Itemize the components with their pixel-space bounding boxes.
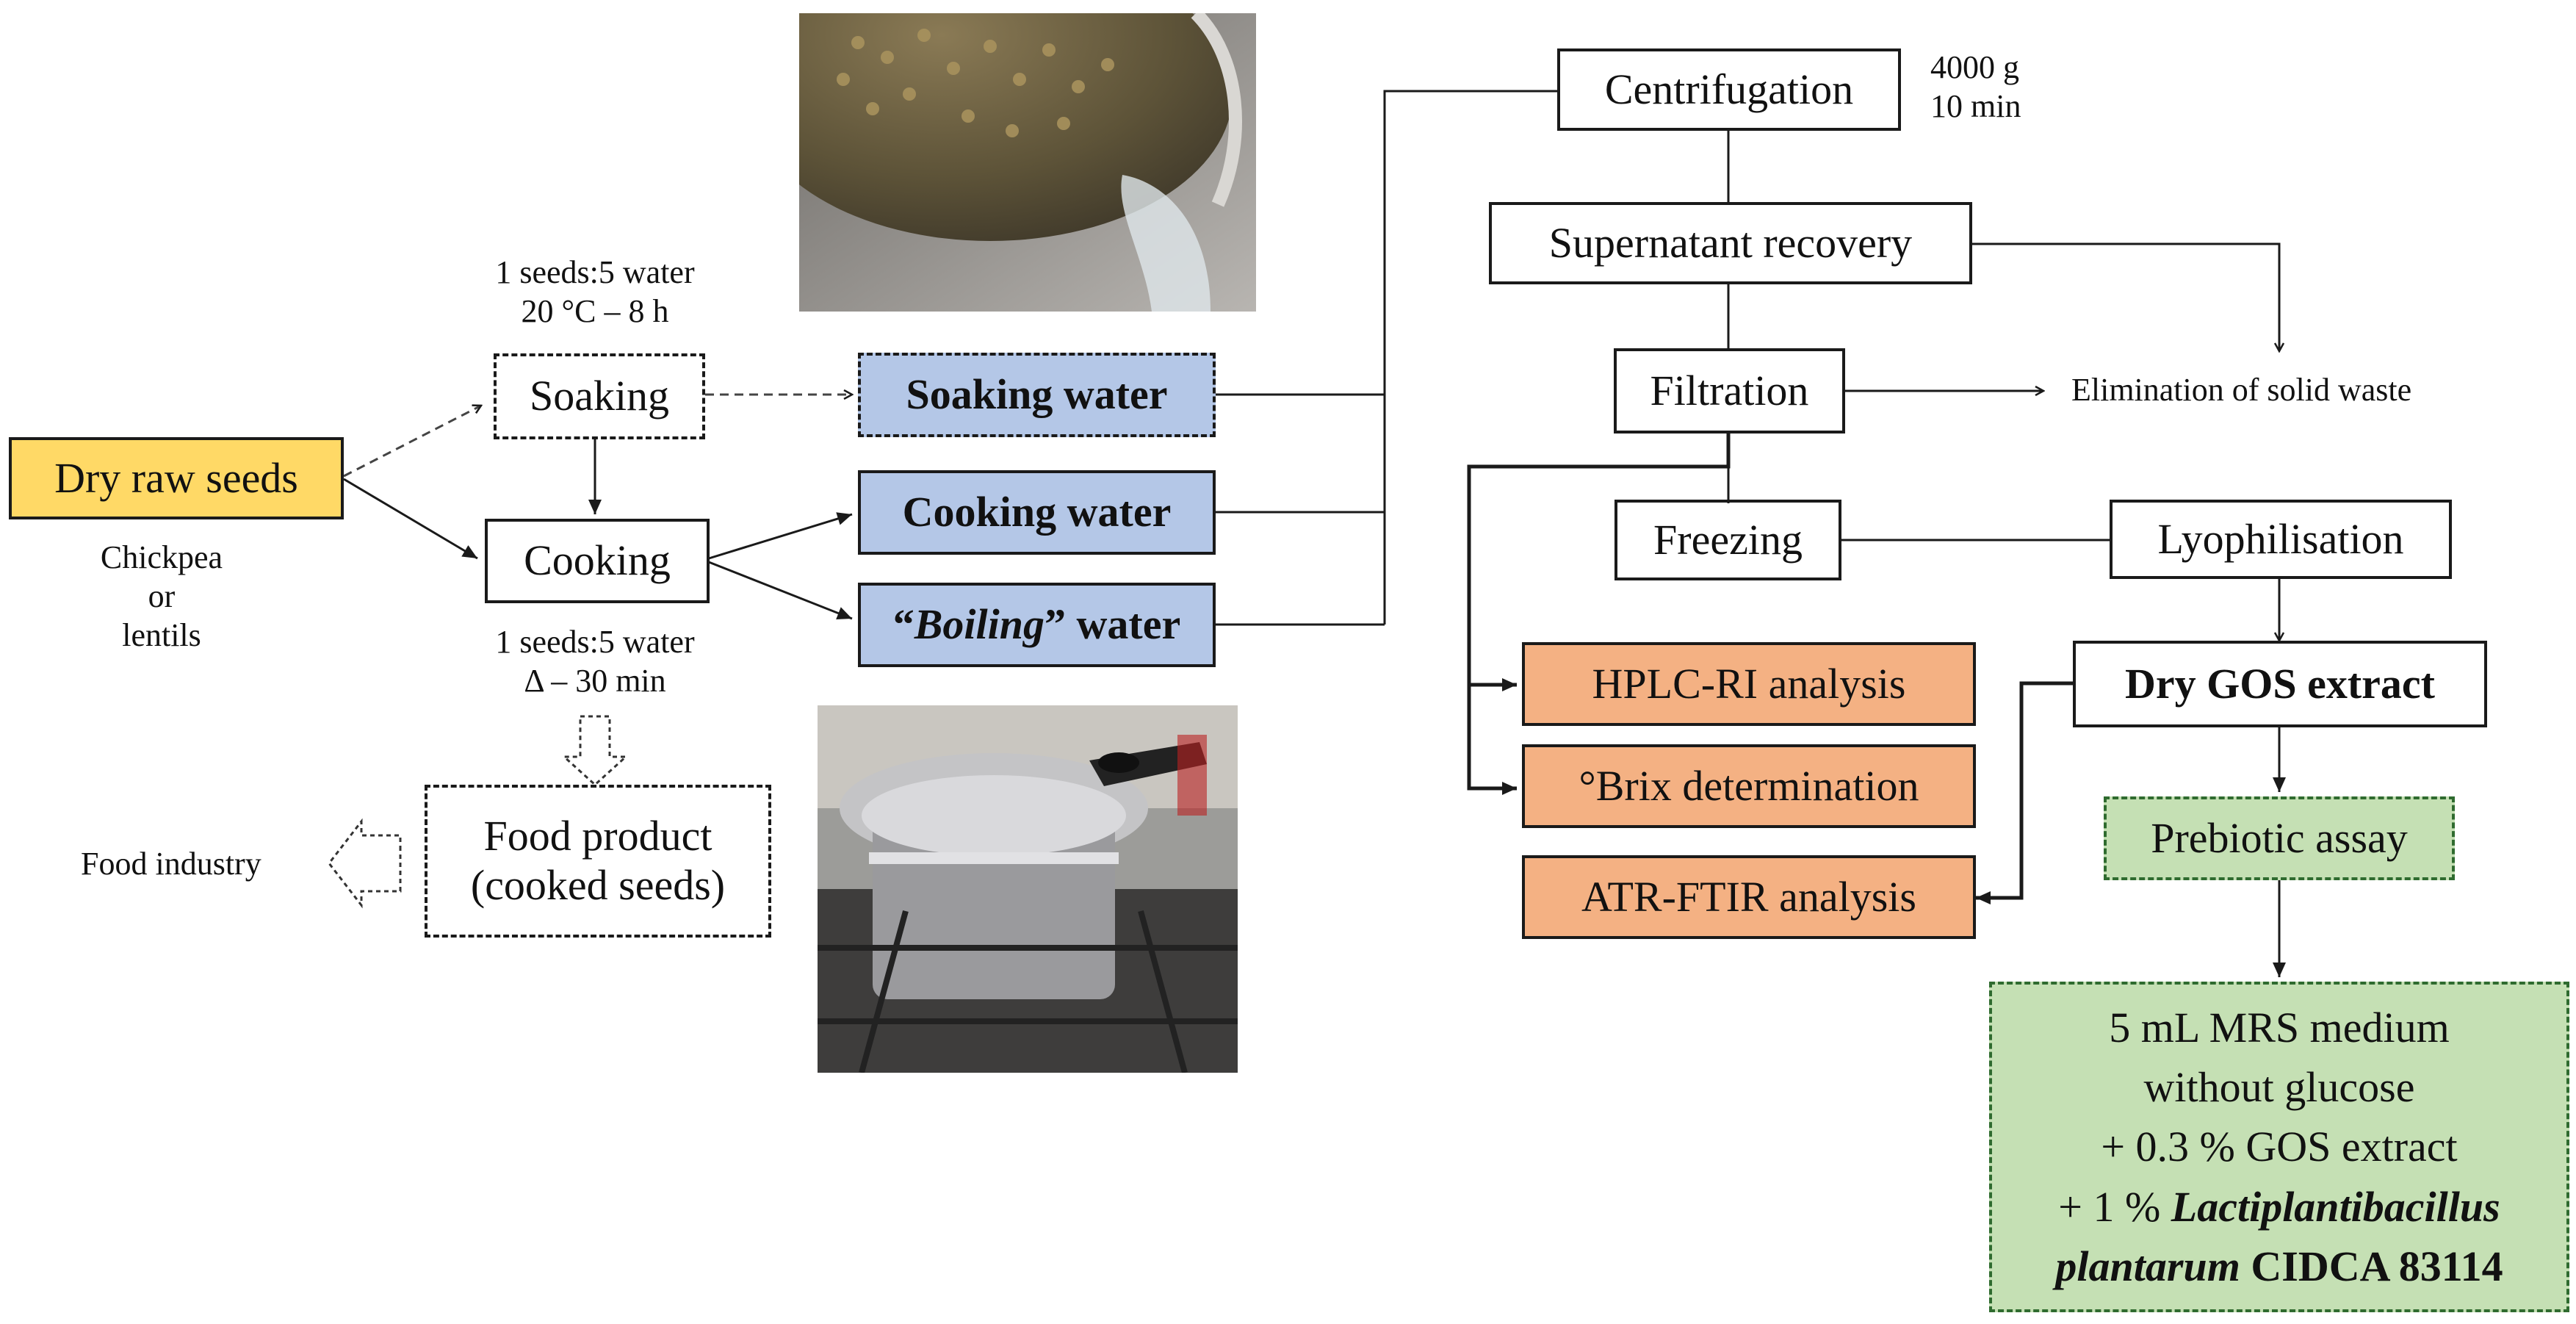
soaking-box: Soaking (494, 353, 705, 439)
atr-ftir-box: ATR-FTIR analysis (1522, 855, 1976, 939)
centrifugation-box: Centrifugation (1557, 48, 1901, 131)
cooking-water-box: Cooking water (858, 470, 1216, 555)
lentils-strainer-photo (799, 13, 1256, 312)
edge-filtration-hplc (1467, 433, 1731, 691)
elimination-label: Elimination of solid waste (2071, 372, 2412, 408)
edge-cooking-boilingwater (708, 561, 853, 620)
edge-foodproduct-industry (328, 818, 402, 909)
dry-raw-seeds-label: Dry raw seeds (54, 453, 298, 502)
prebiotic-assay-box: Prebiotic assay (2104, 796, 2455, 880)
supernatant-recovery-box: Supernatant recovery (1489, 202, 1972, 284)
soaking-conditions: 1 seeds:5 water 20 °C – 8 h (495, 254, 695, 329)
centrifugation-conditions: 4000 g 10 min (1930, 49, 2021, 124)
lyophilisation-box: Lyophilisation (2110, 500, 2452, 579)
dry-gos-extract-box: Dry GOS extract (2073, 641, 2487, 727)
edge-seeds-soaking (343, 406, 481, 478)
filtration-box: Filtration (1614, 348, 1845, 433)
edge-cooking-cookingwater (708, 512, 853, 560)
soaking-water-box: Soaking water (858, 353, 1216, 437)
pressure-cooker-photo (818, 705, 1238, 1073)
edge-cooking-foodproduct (561, 715, 629, 787)
edge-waters-centrifugation (1383, 90, 1557, 625)
edge-drygos-atrftir (1976, 681, 2073, 904)
hplc-ri-box: HPLC-RI analysis (1522, 642, 1976, 726)
cooking-conditions: 1 seeds:5 water Δ – 30 min (495, 624, 695, 699)
boiling-water-box: “Boiling” water (858, 583, 1216, 667)
mrs-medium-box: 5 mL MRS medium without glucose + 0.3 % … (1989, 982, 2569, 1312)
food-product-box: Food product (cooked seeds) (425, 785, 771, 938)
edge-supernatant-elimination (1972, 242, 2279, 351)
food-industry-label: Food industry (81, 846, 261, 882)
freezing-box: Freezing (1614, 500, 1841, 580)
seeds-type-label: Chickpea or lentils (100, 539, 223, 653)
cooking-box: Cooking (485, 519, 710, 603)
brix-box: °Brix determination (1522, 744, 1976, 828)
edge-filtration-brix (1467, 685, 1517, 795)
edge-seeds-cooking (343, 478, 478, 560)
dry-raw-seeds-box: Dry raw seeds (9, 437, 344, 519)
